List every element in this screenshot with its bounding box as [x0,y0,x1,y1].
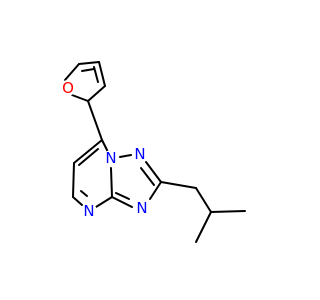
pyrimidine-nitrogen-atom: N [81,202,97,220]
triazole-bond-n1-c2 [145,161,162,183]
bonds-layer [64,61,246,243]
furan-bond-c4-c5 [87,85,106,102]
furan-bond-c2-c3 [78,61,100,65]
chain-bond-ch-me2 [195,211,212,243]
pyrimidine-bond-c3a-n8 [110,167,113,198]
furan-oxygen-atom: O [60,79,76,97]
pyrimidine-bond-n4-c3a [95,196,113,208]
pyrimidine-bond-c5-n4 [72,196,83,206]
triazole-bond-c2-n3 [149,181,162,200]
molecule-structure-diagram: O N N N N [60,61,246,243]
triazole-bond-n3-c3a [111,196,133,208]
chain-bond-ch-me1 [210,210,246,213]
triazole-bond-n1-c2-inner [140,167,155,186]
bond-furan-to-c7 [87,100,103,141]
pyrimidine-bond-c6-c5 [72,162,75,198]
pyrimidine-bond-c7-c6 [73,139,103,164]
chain-bond-c2-ch2 [160,181,197,189]
furan-bond-c5-o [71,94,89,102]
triazole-bond-n3-c3a-inner [115,192,130,200]
triazole-nitrogen-bottom-label: N [136,199,147,217]
triazole-nitrogen-bottom-atom: N [134,199,150,217]
triazole-nitrogen-top-atom: N [132,145,148,163]
triazole-nitrogen-top-label: N [134,145,145,163]
bridge-nitrogen-label: N [105,149,116,167]
furan-bond-c2-c3-double [81,68,95,72]
chain-bond-ch2-ch [195,187,212,213]
oxygen-label: O [62,79,74,97]
pyrimidine-nitrogen-label: N [83,202,94,220]
furan-bond-o-c2 [64,63,80,81]
triazole-bond-n8-n1 [119,154,132,158]
pyrimidine-bond-n8-c7 [101,139,109,153]
furan-bond-c3-c4 [98,61,106,87]
pyrimidine-bond-c5-n4-inner [80,190,88,197]
bridge-nitrogen-atom: N [103,149,119,167]
atom-labels-layer: O N N N N [60,79,150,220]
pyrimidine-bond-c7-c6-inner [78,148,99,166]
